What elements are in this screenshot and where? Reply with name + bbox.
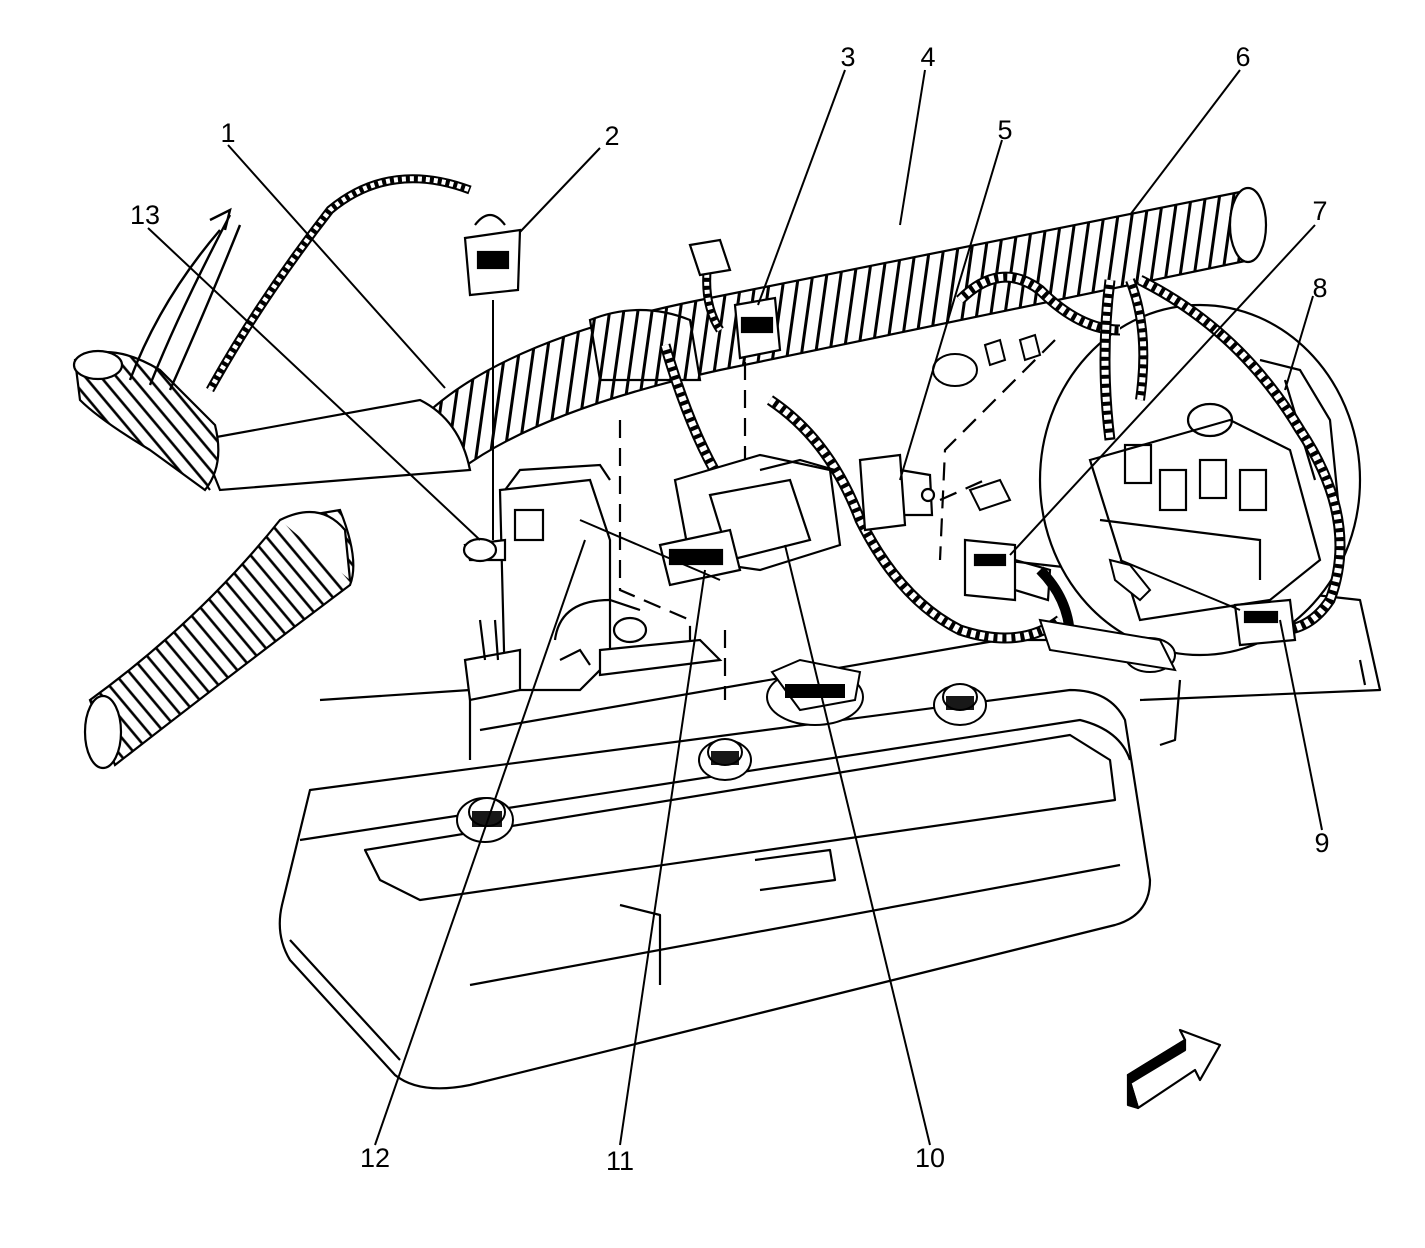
bolt-middle xyxy=(698,738,752,781)
callout-5: 5 xyxy=(997,115,1013,145)
valve-cover-bolts xyxy=(456,658,987,843)
connector-7 xyxy=(963,538,1052,602)
callout-12: 12 xyxy=(359,1143,391,1173)
sensor-bracket xyxy=(463,463,723,702)
callout-13: 13 xyxy=(129,200,161,230)
upper-left-wires xyxy=(128,174,472,393)
connector-9 xyxy=(1233,598,1297,647)
callout-10: 10 xyxy=(914,1143,946,1173)
alternator xyxy=(1038,303,1362,657)
bolt-right xyxy=(933,683,987,726)
lower-left-conduit xyxy=(83,508,355,770)
callout-9: 9 xyxy=(1314,828,1330,858)
installation-guide-lines xyxy=(618,339,1056,700)
connector-11 xyxy=(658,528,742,587)
alternator-studs xyxy=(932,333,1177,673)
connector-13 xyxy=(462,537,498,563)
harness-sleeve-left xyxy=(197,398,472,492)
callout-1: 1 xyxy=(220,118,236,148)
callout-8: 8 xyxy=(1312,273,1328,303)
connector-2 xyxy=(463,213,522,297)
oil-filler-cap xyxy=(766,658,864,726)
front-direction-arrow-icon xyxy=(1126,1028,1222,1110)
callout-6: 6 xyxy=(1235,42,1251,72)
upper-left-conduit xyxy=(72,349,220,492)
callout-11: 11 xyxy=(605,1146,635,1176)
callout-3: 3 xyxy=(840,42,856,72)
callout-7: 7 xyxy=(1312,196,1328,226)
connector-5 xyxy=(858,453,936,532)
bolt-left xyxy=(456,797,514,843)
callout-4: 4 xyxy=(920,42,936,72)
callout-leader-lines xyxy=(147,69,1323,1146)
connector-3 xyxy=(688,238,782,360)
callout-2: 2 xyxy=(604,121,620,151)
routing-guide-lines xyxy=(492,300,1241,611)
